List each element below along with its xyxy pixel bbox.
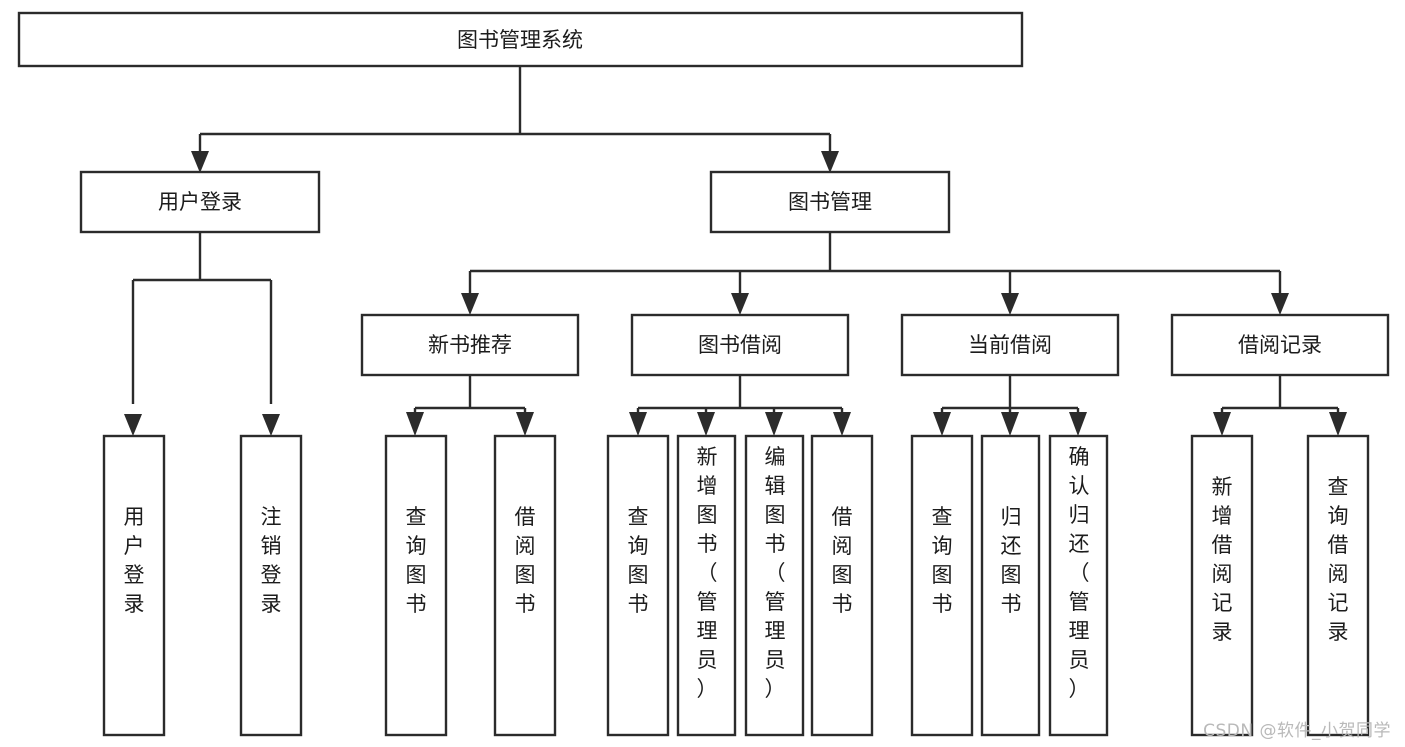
arrowhead-to-leaf-6 [697, 412, 715, 436]
node-leaf-5-label: 查询图书 [628, 505, 649, 616]
arrowhead-to-leaf-12 [1213, 412, 1231, 436]
node-current[interactable]: 当前借阅 [900, 313, 1120, 377]
node-leaf-2-label: 注销登录 [261, 505, 282, 616]
node-login[interactable]: 用户登录 [79, 170, 321, 234]
node-records-box[interactable] [1170, 313, 1390, 377]
node-leaf-4[interactable]: 借阅图书 [493, 434, 557, 737]
node-leaf-3-box[interactable] [384, 434, 448, 737]
node-leaf-9-box[interactable] [910, 434, 974, 737]
node-newbook[interactable]: 新书推荐 [360, 313, 580, 377]
arrowhead-to-borrow [731, 293, 749, 315]
node-login-label: 用户登录 [158, 190, 242, 214]
node-borrow-box[interactable] [630, 313, 850, 377]
node-leaf-9-label: 查询图书 [932, 505, 953, 616]
node-bookmgmt[interactable]: 图书管理 [709, 170, 951, 234]
arrowhead-to-current [1001, 293, 1019, 315]
node-leaf-3[interactable]: 查询图书 [384, 434, 448, 737]
node-leaf-1-label: 用户登录 [124, 505, 145, 616]
node-bookmgmt-box[interactable] [709, 170, 951, 234]
node-root-label: 图书管理系统 [457, 28, 583, 52]
node-leaf-12-label: 新增借阅记录 [1212, 475, 1233, 644]
node-root[interactable]: 图书管理系统 [17, 11, 1024, 68]
node-records-label: 借阅记录 [1238, 333, 1322, 357]
node-leaf-4-label: 借阅图书 [515, 505, 536, 616]
node-leaf-13-label: 查询借阅记录 [1328, 475, 1349, 644]
node-leaf-7-label: 编辑图书（管理员） [765, 445, 786, 701]
connector-login-to-leaves [131, 232, 273, 404]
arrowhead-to-leaf-7 [765, 412, 783, 436]
connector-group [124, 66, 1347, 436]
node-leaf-12[interactable]: 新增借阅记录 [1190, 434, 1254, 737]
node-login-box[interactable] [79, 170, 321, 234]
node-leaf-7[interactable]: 编辑图书（管理员） [744, 434, 805, 737]
node-newbook-box[interactable] [360, 313, 580, 377]
node-leaf-12-box[interactable] [1190, 434, 1254, 737]
node-leaf-8-box[interactable] [810, 434, 874, 737]
node-leaf-1[interactable]: 用户登录 [102, 434, 166, 737]
arrowhead-to-leaf-5 [629, 412, 647, 436]
node-records[interactable]: 借阅记录 [1170, 313, 1390, 377]
node-leaf-9[interactable]: 查询图书 [910, 434, 974, 737]
node-bookmgmt-label: 图书管理 [788, 190, 872, 214]
node-leaf-3-label: 查询图书 [406, 505, 427, 616]
arrowhead-to-login [191, 151, 209, 173]
node-leaf-8[interactable]: 借阅图书 [810, 434, 874, 737]
node-leaf-5-box[interactable] [606, 434, 670, 737]
node-leaf-6[interactable]: 新增图书（管理员） [676, 434, 737, 737]
node-leaf-6-label: 新增图书（管理员） [697, 445, 718, 701]
node-newbook-label: 新书推荐 [428, 333, 512, 357]
node-leaf-7-box[interactable] [744, 434, 805, 737]
node-leaf-8-label: 借阅图书 [832, 505, 853, 616]
connector-borrow-to-leaves [636, 375, 844, 412]
node-leaf-10[interactable]: 归还图书 [980, 434, 1041, 737]
node-leaf-10-label: 归还图书 [1001, 505, 1022, 616]
arrowhead-to-leaf-4 [516, 412, 534, 436]
node-leaf-4-box[interactable] [493, 434, 557, 737]
arrowhead-to-bookmgmt [821, 151, 839, 173]
node-leaf-13-box[interactable] [1306, 434, 1370, 737]
node-leaf-2-box[interactable] [239, 434, 303, 737]
arrowhead-to-leaf-10 [1001, 412, 1019, 436]
arrowhead-to-newbook [461, 293, 479, 315]
node-leaf-11-label: 确认归还（管理员） [1069, 445, 1090, 701]
connector-current-to-leaves [940, 375, 1080, 412]
arrowhead-to-records [1271, 293, 1289, 315]
arrowhead-to-leaf-9 [933, 412, 951, 436]
connector-root-to-level2 [198, 66, 832, 160]
arrowhead-to-leaf-2 [262, 414, 280, 436]
arrowhead-to-leaf-1 [124, 414, 142, 436]
arrowhead-to-leaf-11 [1069, 412, 1087, 436]
arrowhead-to-leaf-13 [1329, 412, 1347, 436]
node-current-label: 当前借阅 [968, 333, 1052, 357]
node-leaf-11[interactable]: 确认归还（管理员） [1048, 434, 1109, 737]
node-leaf-13[interactable]: 查询借阅记录 [1306, 434, 1370, 737]
node-current-box[interactable] [900, 313, 1120, 377]
connector-bookmgmt-to-level3 [468, 232, 1282, 303]
node-leaf-10-box[interactable] [980, 434, 1041, 737]
node-leaf-11-box[interactable] [1048, 434, 1109, 737]
node-leaf-2[interactable]: 注销登录 [239, 434, 303, 737]
node-leaf-5[interactable]: 查询图书 [606, 434, 670, 737]
node-leaf-1-box[interactable] [102, 434, 166, 737]
arrowhead-to-leaf-3 [406, 412, 424, 436]
node-borrow-label: 图书借阅 [698, 333, 782, 357]
connector-newbook-to-leaves [413, 375, 527, 412]
connector-records-to-leaves [1220, 375, 1340, 412]
node-root-box[interactable] [17, 11, 1024, 68]
arrowhead-to-leaf-8 [833, 412, 851, 436]
node-borrow[interactable]: 图书借阅 [630, 313, 850, 377]
node-leaf-6-box[interactable] [676, 434, 737, 737]
